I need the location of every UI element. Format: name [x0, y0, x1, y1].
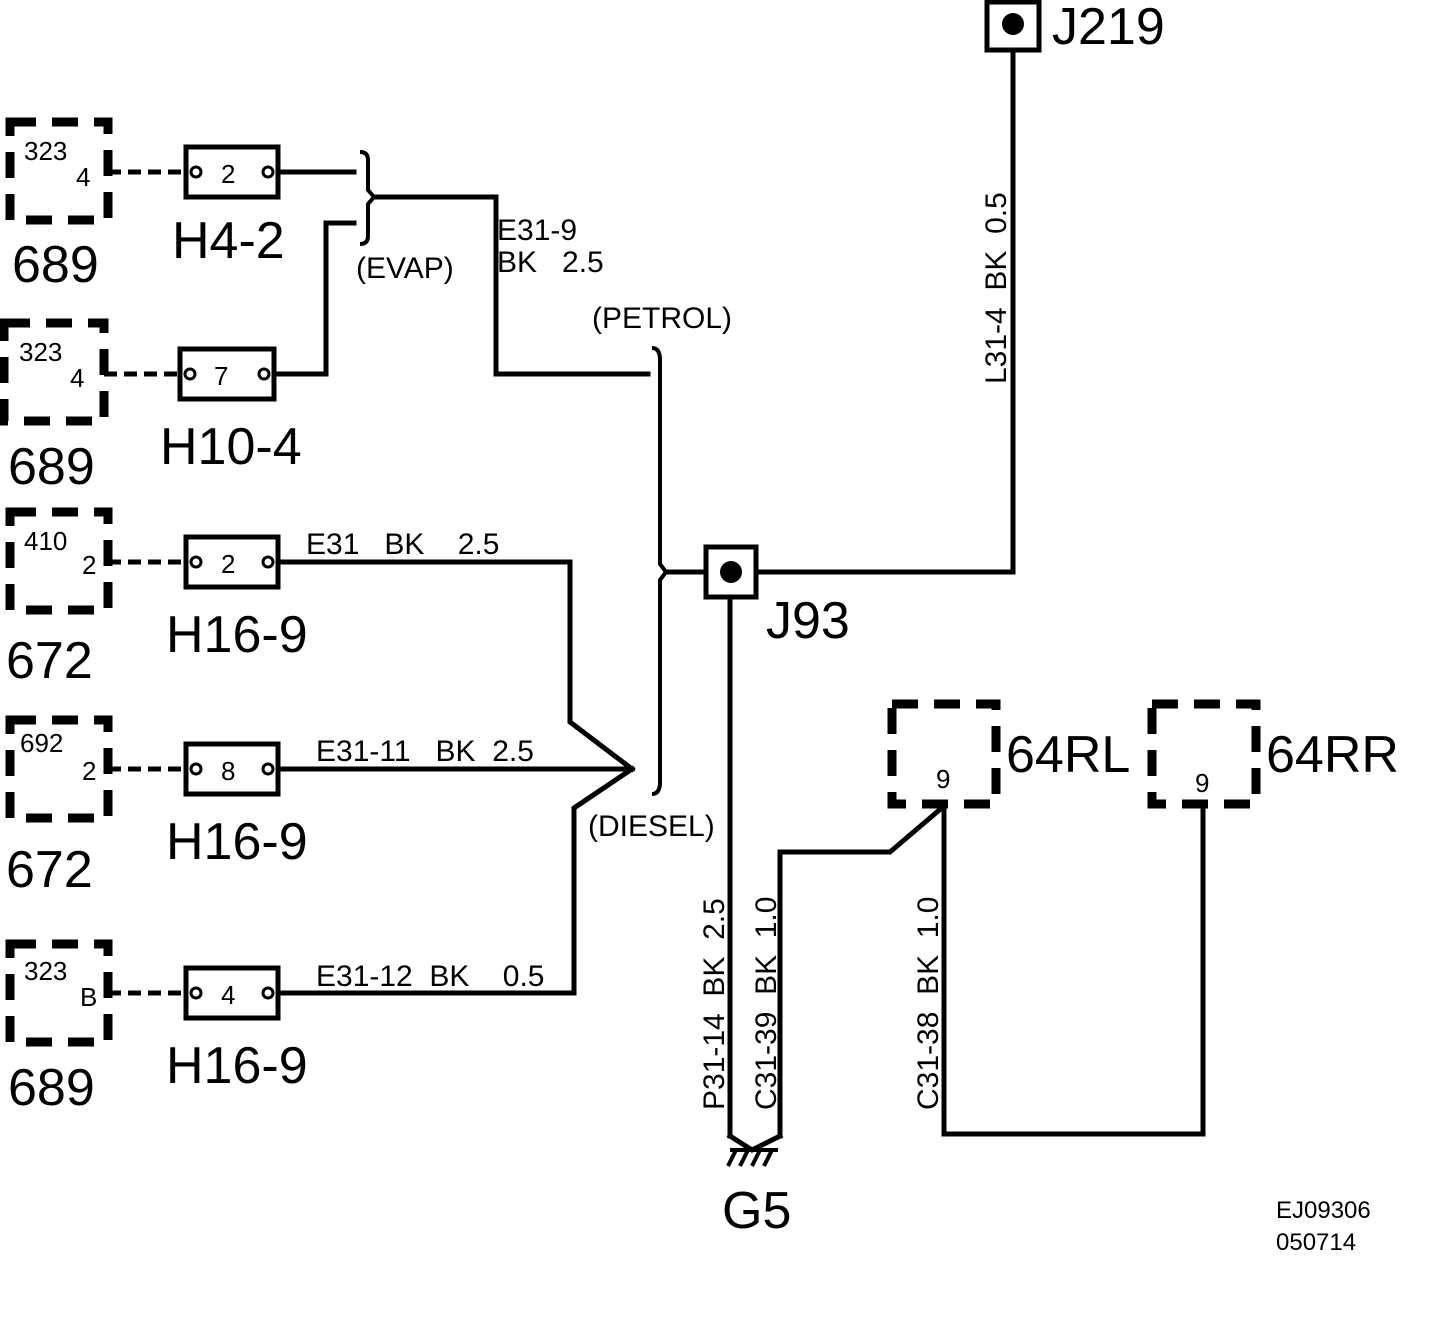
ground-tick [750, 1149, 762, 1167]
ground-tick [738, 1149, 750, 1167]
component-pin: 2 [82, 756, 96, 786]
component-5: 323 B 689 [5, 939, 113, 1117]
connector-h10-4: 7 H10-4 [160, 346, 302, 476]
terminal-icon [189, 165, 203, 179]
terminal-icon [261, 986, 275, 1000]
ground-label: G5 [722, 1182, 791, 1240]
component-id: 410 [24, 526, 67, 556]
variant-diesel: (DIESEL) [588, 810, 715, 843]
doc-code: EJ09306 [1276, 1197, 1371, 1224]
wire-e31-9 [373, 194, 651, 377]
wire-label-e31-9-spec: BK 2.5 [497, 246, 604, 279]
connector-pin: 7 [214, 361, 228, 391]
wire-label-p31-14: P31-14 BK 2.5 [698, 898, 731, 1110]
wire-label-e31-11: E31-11 BK 2.5 [316, 735, 534, 768]
component-pin: 4 [76, 162, 90, 192]
wire-c31-39 [777, 802, 948, 1139]
connector-label: H4-2 [172, 212, 285, 270]
connector-label: H16-9 [166, 1037, 308, 1095]
component-ref: 689 [8, 1059, 95, 1117]
connector-pin: 8 [221, 756, 235, 786]
wire-l31-4 [753, 47, 1016, 575]
wire-e31 [275, 559, 636, 773]
wire-label-c31-39: C31-39 BK 1.0 [750, 897, 783, 1110]
variant-petrol: (PETROL) [592, 302, 732, 335]
wire-c31-38 [941, 803, 1206, 1137]
junction-j219: J219 [984, 0, 1165, 56]
ground-tick [726, 1149, 738, 1167]
lamp-label: 64RR [1266, 726, 1399, 784]
component-1: 323 4 689 [5, 117, 113, 294]
component-ref: 672 [6, 632, 93, 690]
wire-label-l31-4: L31-4 BK 0.5 [980, 192, 1013, 384]
component-pin: 4 [70, 363, 84, 393]
junction-dot-icon [1002, 13, 1024, 35]
terminal-icon [189, 555, 203, 569]
terminal-icon [261, 555, 275, 569]
wire-label-e31-9-id: E31-9 [497, 214, 577, 247]
ground-tick [762, 1149, 774, 1167]
wire-e31-12 [275, 765, 636, 996]
component-4: 692 2 672 [5, 715, 113, 899]
variant-evap: (EVAP) [356, 252, 454, 285]
terminal-icon [261, 165, 275, 179]
wire-label-c31-38: C31-38 BK 1.0 [912, 897, 945, 1110]
component-ref: 689 [12, 236, 99, 294]
component-pin: 2 [82, 550, 96, 580]
component-2: 323 4 689 [0, 318, 109, 496]
lamp-64rl: 9 64RL [887, 699, 1130, 809]
component-id: 692 [20, 728, 63, 758]
lamp-pin: 9 [1195, 768, 1209, 798]
doc-date: 050714 [1276, 1229, 1356, 1256]
terminal-icon [183, 367, 197, 381]
wire-label-e31-12: E31-12 BK 0.5 [316, 960, 544, 993]
lamp-outline [887, 699, 1001, 809]
junction-dot-icon [720, 561, 742, 583]
junction-box [984, 0, 1042, 53]
terminal-icon [257, 367, 271, 381]
ground-icon [726, 1132, 784, 1167]
connector-h16-9-c: 4 H16-9 [166, 965, 308, 1095]
component-3: 410 2 672 [5, 507, 113, 690]
connector-h16-9-a: 2 H16-9 [166, 534, 308, 664]
junction-label: J219 [1052, 0, 1165, 56]
lamp-label: 64RL [1006, 726, 1130, 784]
lamp-pin: 9 [936, 764, 950, 794]
connector-pin: 2 [221, 159, 235, 189]
connector-label: H16-9 [166, 813, 308, 871]
connector-label: H16-9 [166, 606, 308, 664]
component-pin: B [80, 982, 97, 1012]
connector-h16-9-b: 8 H16-9 [166, 741, 308, 871]
connector-label: H10-4 [160, 418, 302, 476]
wire-label-e31: E31 BK 2.5 [306, 528, 499, 561]
component-id: 323 [24, 956, 67, 986]
component-ref: 672 [6, 841, 93, 899]
connector-h4-2: 2 H4-2 [172, 144, 285, 270]
connector-pin: 2 [221, 549, 235, 579]
junction-label: J93 [766, 592, 850, 650]
evap-brace [359, 150, 377, 246]
wire [271, 220, 357, 377]
lamp-64rr: 9 64RR [1147, 699, 1399, 809]
ground-merge [726, 1132, 784, 1153]
component-id: 323 [19, 337, 62, 367]
lamp-outline [1147, 699, 1261, 809]
terminal-icon [189, 762, 203, 776]
connector-pin: 4 [221, 980, 235, 1010]
component-ref: 689 [8, 438, 95, 496]
terminal-icon [261, 762, 275, 776]
component-id: 323 [24, 136, 67, 166]
terminal-icon [189, 986, 203, 1000]
junction-j93: J93 [703, 544, 850, 650]
